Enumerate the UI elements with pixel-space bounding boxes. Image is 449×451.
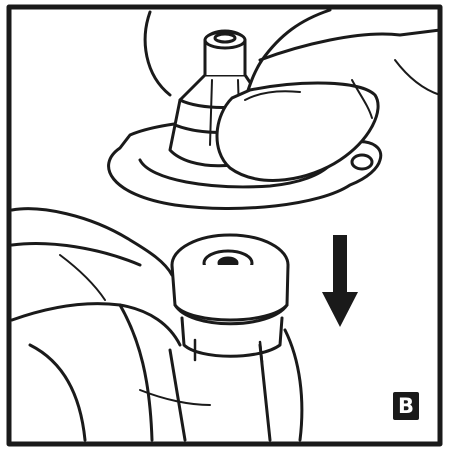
lower-component (172, 235, 288, 362)
arrow-down-icon (322, 235, 358, 327)
step-letter-label: B (393, 392, 419, 420)
